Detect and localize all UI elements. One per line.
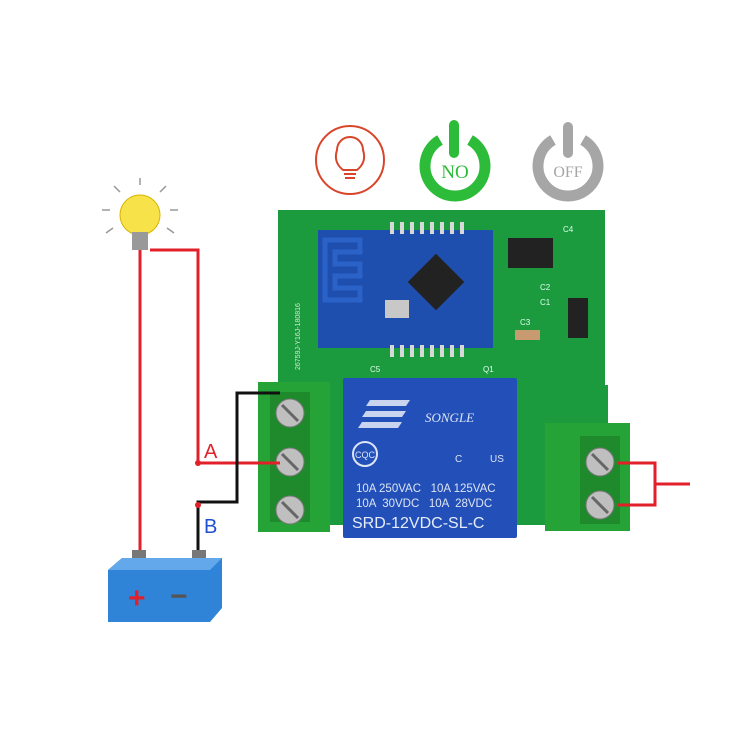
relay-rating-1: 10A 250VAC 10A 125VAC (356, 483, 496, 495)
no-label: NO (441, 162, 468, 183)
power-on-icon: NO (419, 120, 491, 202)
silk-c3: C3 (520, 318, 531, 327)
battery-plus: + (128, 582, 146, 615)
silk-c4: C4 (563, 225, 574, 234)
ul-us: US (490, 454, 504, 465)
black-wire-b (196, 391, 280, 558)
pcb-code: 26759J-Y16J-180816 (295, 303, 302, 370)
terminal-block-right (545, 423, 630, 531)
silk-c5: C5 (370, 365, 381, 374)
silk-q1: Q1 (483, 365, 494, 374)
trigger-wire (618, 461, 690, 507)
silk-c1: C1 (540, 298, 551, 307)
wifi-module (318, 222, 493, 357)
pcb-board: 26759J-Y16J-180816 C5 Q1 C3 C1 C2 C4 (258, 210, 608, 525)
off-label: OFF (553, 164, 582, 181)
point-a (195, 460, 201, 466)
label-a: A (204, 441, 218, 463)
relay: SONGLE CQC C US 10A 250VAC 10A 125VAC 10… (343, 378, 517, 538)
power-off-icon: OFF (532, 122, 604, 202)
battery-minus: − (170, 580, 188, 613)
ul-c: C (455, 454, 462, 465)
relay-brand: SONGLE (425, 410, 474, 425)
relay-rating-2: 10A 30VDC 10A 28VDC (356, 498, 492, 510)
red-wire-a (150, 248, 280, 465)
silk-c2: C2 (540, 283, 551, 292)
point-b (195, 502, 201, 508)
label-b: B (204, 516, 217, 538)
terminal-block-left (258, 382, 330, 532)
battery: + − (108, 550, 222, 622)
cqc-mark: CQC (355, 450, 376, 460)
relay-model: SRD-12VDC-SL-C (352, 515, 484, 532)
lightbulb (102, 178, 178, 250)
lightbulb-icon (315, 125, 385, 195)
